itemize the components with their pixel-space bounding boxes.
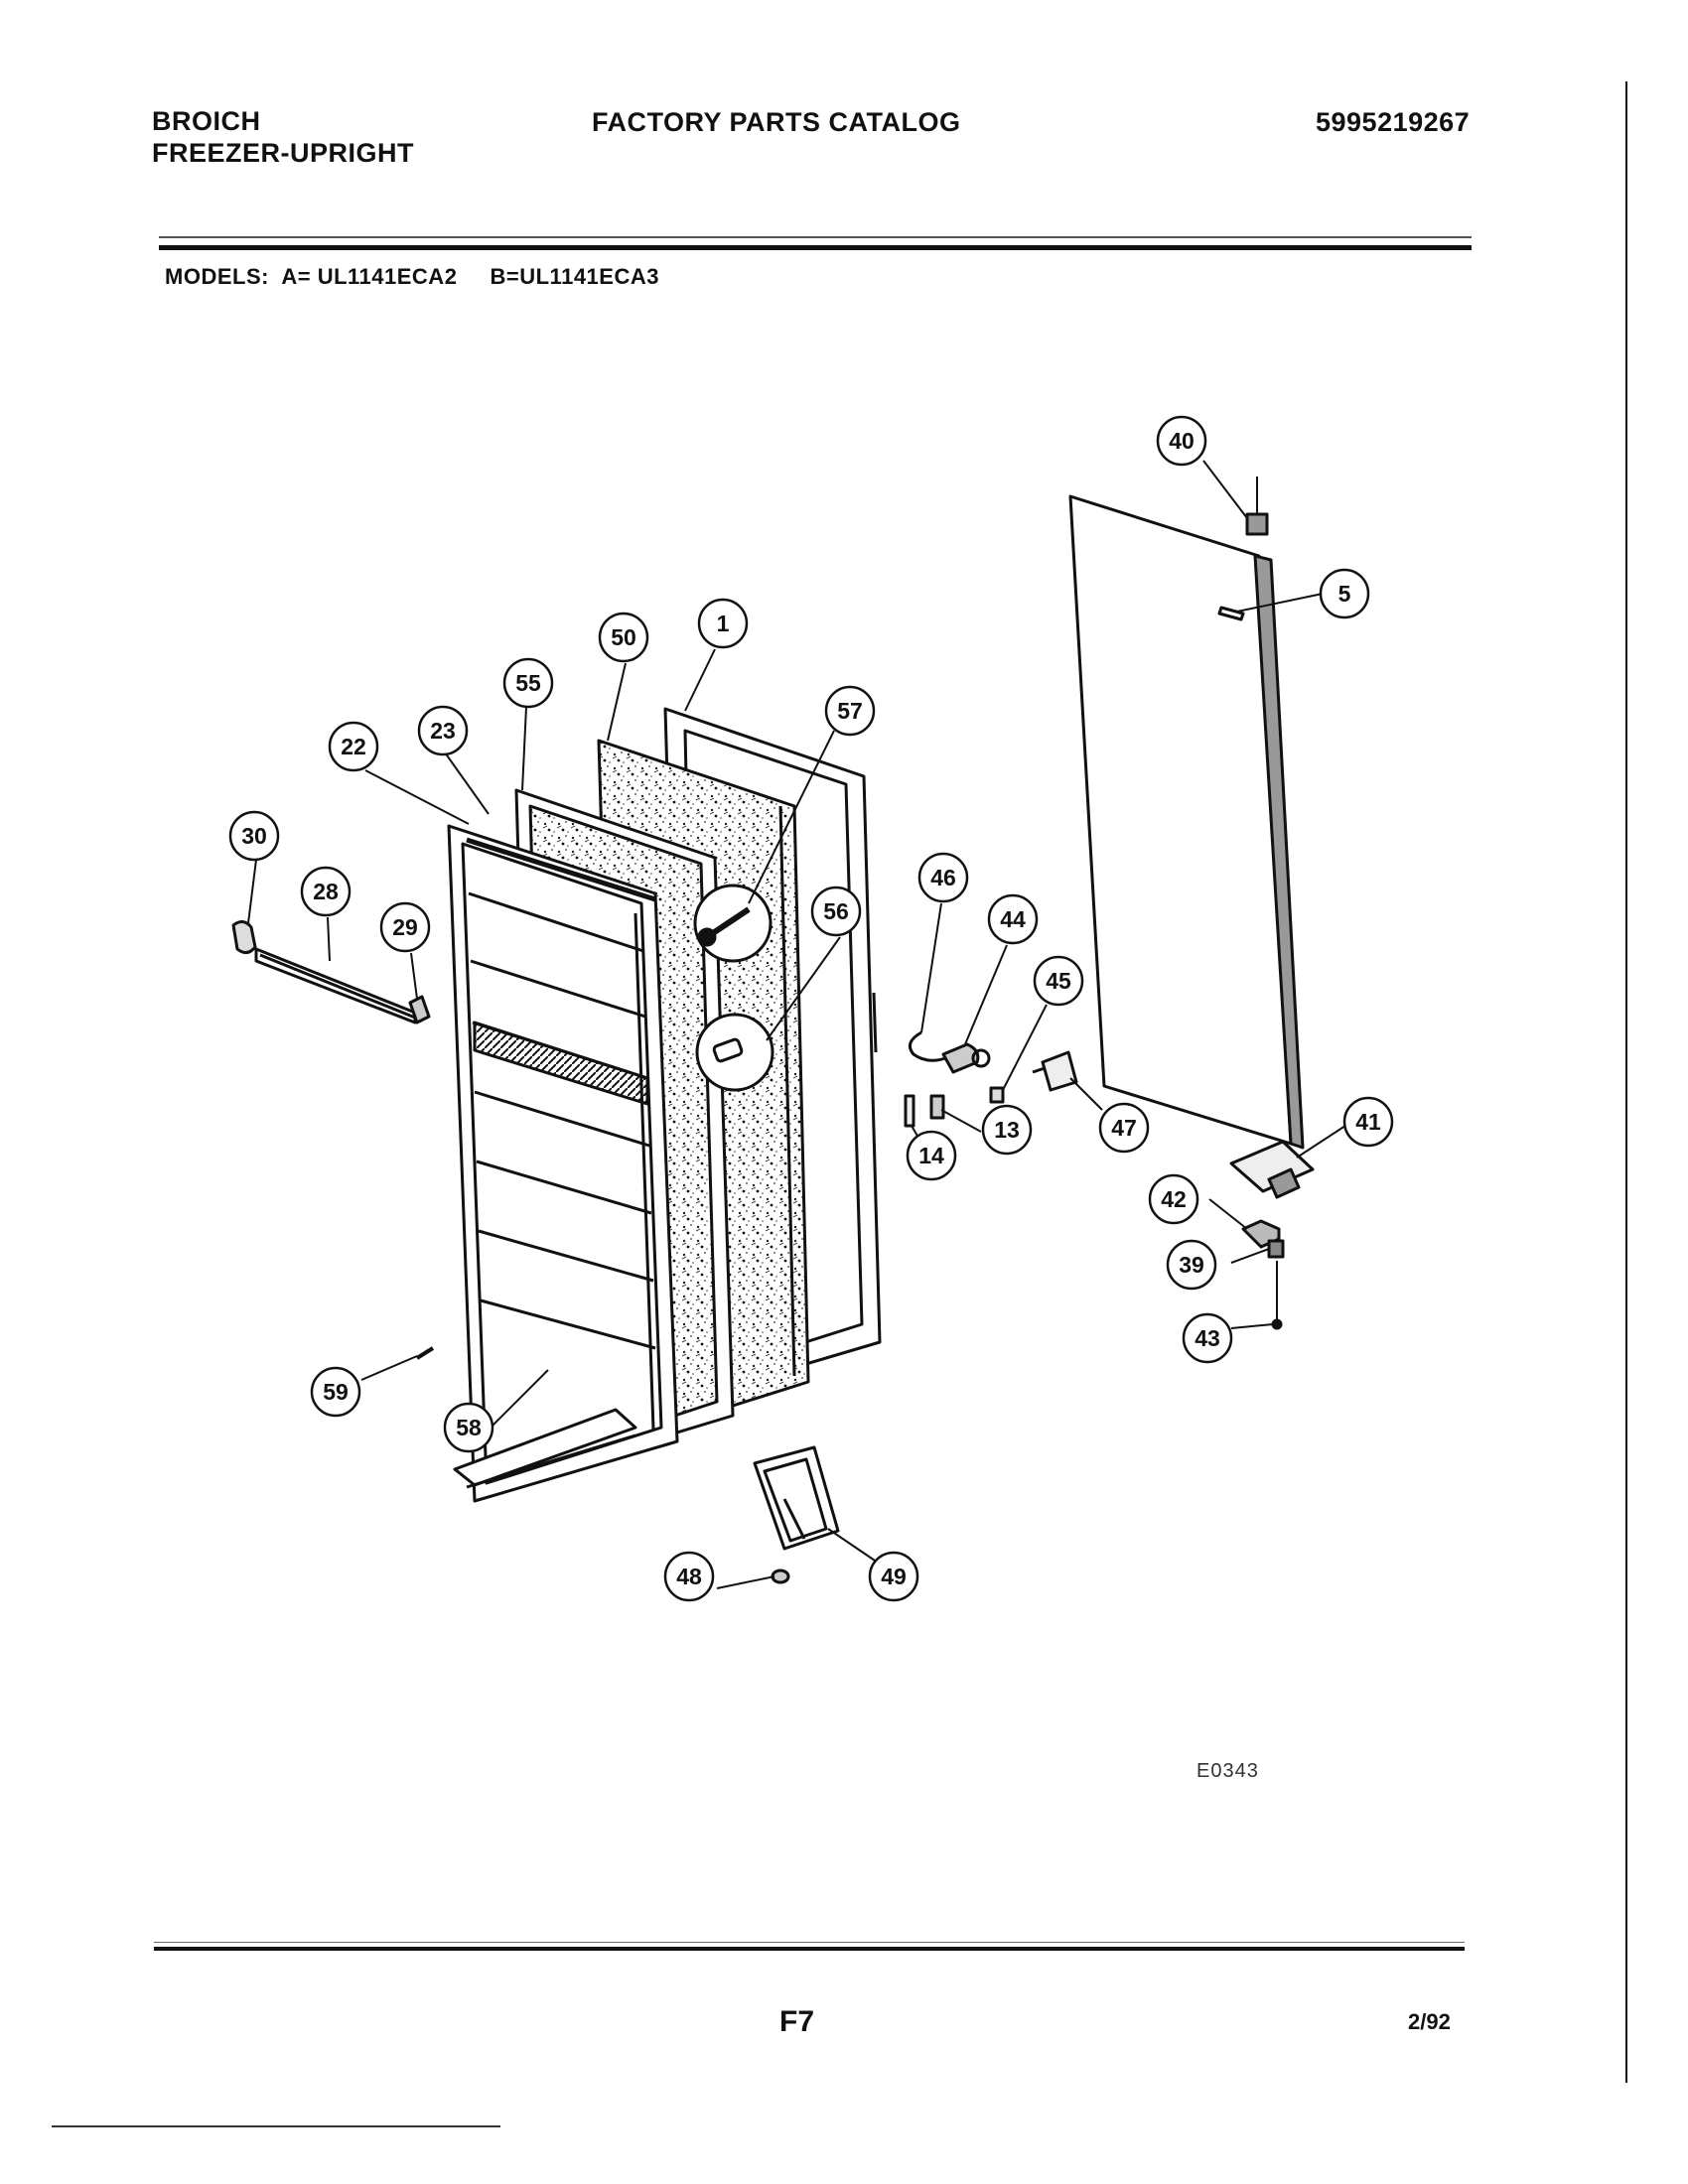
switch-part-13 <box>929 1094 945 1120</box>
callout-47: 47 <box>1098 1102 1150 1154</box>
callout-43: 43 <box>1182 1312 1233 1364</box>
callout-57: 57 <box>824 685 876 737</box>
switch-plate-part-14 <box>904 1094 915 1128</box>
callout-29: 29 <box>379 901 431 953</box>
screw-part-59 <box>415 1346 435 1360</box>
product-type: FREEZER-UPRIGHT <box>152 138 414 168</box>
svg-text:45: 45 <box>1046 968 1071 994</box>
callout-41: 41 <box>1342 1096 1394 1148</box>
callout-49: 49 <box>868 1551 919 1602</box>
wire-harness-part <box>908 1030 946 1062</box>
svg-text:5: 5 <box>1338 581 1351 607</box>
catalog-title: FACTORY PARTS CATALOG <box>592 107 961 137</box>
callout-22: 22 <box>328 721 379 772</box>
callout-39: 39 <box>1166 1239 1217 1291</box>
callout-1: 1 <box>697 598 749 649</box>
callout-5: 5 <box>1319 568 1370 619</box>
svg-text:47: 47 <box>1111 1115 1137 1141</box>
page-edge-rule <box>1625 81 1627 2083</box>
detail-inset-56 <box>695 1013 774 1092</box>
light-socket-part <box>941 1042 991 1074</box>
svg-text:13: 13 <box>994 1117 1020 1143</box>
svg-text:39: 39 <box>1179 1252 1204 1278</box>
bottom-edge-rule <box>52 2125 500 2127</box>
door-liner-part <box>447 824 679 1503</box>
detail-inset-57 <box>693 884 773 963</box>
plug-part-48 <box>771 1569 790 1584</box>
callout-48: 48 <box>663 1551 715 1602</box>
svg-text:40: 40 <box>1169 428 1195 454</box>
callout-group: 40 5 1 50 55 57 23 22 30 28 29 56 46 44 … <box>228 415 1394 1602</box>
callout-40: 40 <box>1156 415 1207 467</box>
svg-text:59: 59 <box>323 1379 349 1405</box>
callout-23: 23 <box>417 705 469 756</box>
svg-text:1: 1 <box>717 611 730 636</box>
callout-42: 42 <box>1148 1173 1199 1225</box>
svg-text:28: 28 <box>313 879 339 904</box>
bulb-clip-part <box>989 1086 1005 1104</box>
svg-text:50: 50 <box>611 624 636 650</box>
svg-text:44: 44 <box>1000 906 1026 932</box>
header-rule-thin <box>159 236 1472 238</box>
callout-56: 56 <box>810 886 862 937</box>
svg-text:55: 55 <box>515 670 541 696</box>
svg-text:48: 48 <box>676 1564 702 1589</box>
callout-46: 46 <box>917 852 969 903</box>
callout-50: 50 <box>598 612 649 663</box>
page-number: F7 <box>779 2005 815 2038</box>
svg-text:14: 14 <box>918 1143 944 1168</box>
models-line: MODELS: A= UL1141ECA2 B=UL1141ECA3 <box>165 264 659 289</box>
hinge-bushing-part <box>1267 1239 1285 1259</box>
kickplate-part <box>453 1408 637 1489</box>
svg-text:58: 58 <box>456 1415 482 1440</box>
header-brand-block: BROICH FREEZER-UPRIGHT <box>152 105 414 169</box>
top-hinge-pin-part <box>1245 477 1269 536</box>
callout-13: 13 <box>981 1104 1033 1156</box>
callout-58: 58 <box>443 1402 494 1453</box>
hinge-screw-part <box>1271 1261 1283 1330</box>
callout-55: 55 <box>502 657 554 709</box>
handle-bracket-part <box>408 995 431 1024</box>
figure-code: E0343 <box>1196 1760 1259 1782</box>
svg-text:46: 46 <box>930 865 956 890</box>
svg-text:57: 57 <box>837 698 863 724</box>
svg-text:29: 29 <box>392 914 418 940</box>
handle-end-cap-part <box>231 920 257 954</box>
svg-text:49: 49 <box>881 1564 907 1589</box>
brand-name: BROICH <box>152 106 261 136</box>
callout-59: 59 <box>310 1366 361 1418</box>
callout-44: 44 <box>987 893 1039 945</box>
catalog-number: 5995219267 <box>1316 107 1471 137</box>
light-bulb-part <box>1032 1050 1078 1092</box>
callout-14: 14 <box>906 1130 957 1181</box>
leader-lines <box>247 460 1349 1589</box>
svg-text:22: 22 <box>341 734 366 759</box>
header-rule <box>159 245 1472 250</box>
svg-text:30: 30 <box>241 823 267 849</box>
callout-30: 30 <box>228 810 280 862</box>
callout-45: 45 <box>1033 955 1084 1007</box>
svg-text:23: 23 <box>430 718 456 744</box>
callout-28: 28 <box>300 866 352 917</box>
svg-text:42: 42 <box>1161 1186 1187 1212</box>
svg-text:41: 41 <box>1355 1109 1381 1135</box>
hinge-cover-part <box>753 1445 840 1551</box>
footer-rule-thin <box>154 1942 1465 1943</box>
footer-rule <box>154 1947 1465 1951</box>
handle-bar-part <box>254 947 417 1024</box>
catalog-date: 2/92 <box>1408 2009 1451 2034</box>
svg-text:56: 56 <box>823 898 849 924</box>
svg-text:43: 43 <box>1195 1325 1220 1351</box>
exterior-door-part <box>1068 494 1305 1150</box>
bottom-hinge-part <box>1229 1140 1315 1199</box>
